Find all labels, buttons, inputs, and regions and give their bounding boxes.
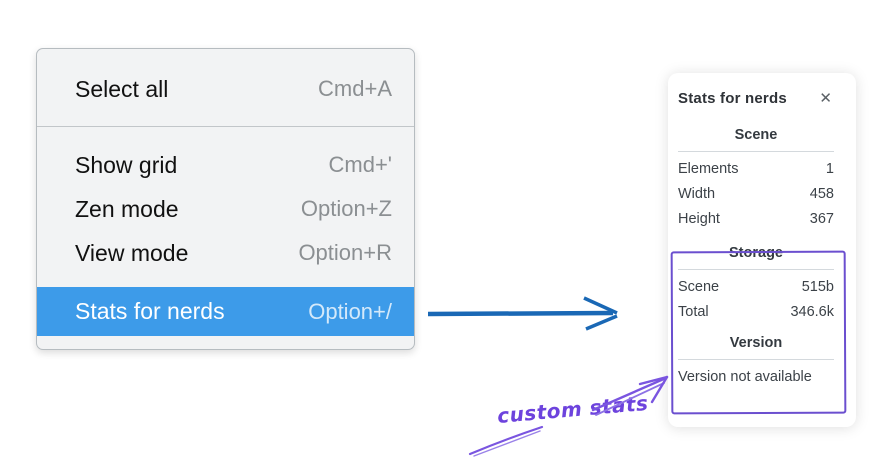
menu-item-label: Show grid	[75, 151, 178, 178]
context-menu: Select all Cmd+A Show grid Cmd+' Zen mod…	[36, 48, 415, 350]
annotation-label: custom stats	[496, 390, 650, 428]
stat-value: 1	[825, 161, 834, 177]
stat-value: 367	[809, 211, 834, 227]
menu-item-show-grid[interactable]: Show grid Cmd+'	[37, 143, 414, 187]
stat-row: Total 346.6k	[678, 304, 834, 320]
stat-value: 458	[809, 186, 834, 202]
menu-item-select-all[interactable]: Select all Cmd+A	[37, 65, 414, 113]
menu-item-label: Stats for nerds	[75, 298, 225, 324]
stats-panel-header: Stats for nerds ✕	[678, 87, 834, 109]
stats-panel: Stats for nerds ✕ Scene Elements 1 Width…	[668, 73, 856, 427]
menu-item-shortcut: Cmd+'	[328, 152, 393, 177]
menu-item-label: Zen mode	[75, 195, 179, 222]
menu-item-stats-for-nerds[interactable]: Stats for nerds Option+/	[37, 287, 414, 336]
stat-value: 515b	[801, 279, 834, 295]
stat-row: Width 458	[678, 186, 834, 202]
menu-item-label: View mode	[75, 239, 189, 266]
stat-label: Elements	[678, 161, 739, 177]
stat-label: Width	[678, 186, 716, 202]
menu-separator	[37, 126, 414, 127]
version-note: Version not available	[678, 369, 812, 385]
stat-value: 346.6k	[790, 304, 834, 320]
close-icon[interactable]: ✕	[819, 89, 832, 107]
stat-label: Height	[678, 211, 720, 227]
menu-item-shortcut: Option+/	[308, 298, 392, 324]
section-heading: Version	[729, 335, 783, 351]
annotation-arrow-icon	[468, 375, 669, 457]
menu-item-zen-mode[interactable]: Zen mode Option+Z	[37, 187, 414, 231]
section-version: Version Version not available	[678, 335, 834, 385]
section-divider	[678, 269, 834, 270]
section-divider	[678, 359, 834, 360]
menu-item-label: Select all	[75, 75, 169, 102]
section-divider	[678, 151, 834, 152]
stat-label: Total	[678, 304, 709, 320]
menu-item-shortcut: Option+Z	[300, 196, 392, 221]
stat-row: Height 367	[678, 211, 834, 227]
stat-label: Scene	[678, 279, 720, 295]
stat-row: Elements 1	[678, 161, 834, 177]
stat-row: Scene 515b	[678, 279, 834, 295]
menu-item-view-mode[interactable]: View mode Option+R	[37, 231, 414, 275]
menu-item-shortcut: Cmd+A	[318, 76, 392, 101]
section-storage: Storage Scene 515b Total 346.6k	[678, 245, 834, 320]
menu-group: Show grid Cmd+' Zen mode Option+Z View m…	[37, 127, 414, 336]
section-heading: Storage	[729, 245, 783, 261]
section-heading: Scene	[734, 127, 778, 143]
stats-panel-title: Stats for nerds	[678, 89, 787, 107]
menu-item-shortcut: Option+R	[298, 240, 392, 265]
section-scene: Scene Elements 1 Width 458 Height 367	[678, 127, 834, 227]
pointer-arrow-icon	[427, 296, 618, 331]
